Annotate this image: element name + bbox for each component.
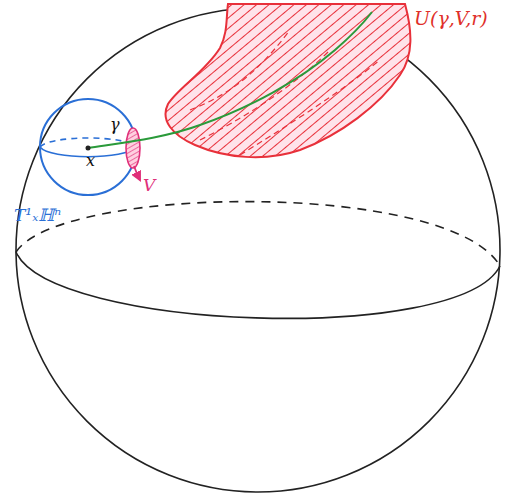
region-label: U(γ,V,r) (414, 8, 488, 29)
cap-label: V (143, 176, 155, 195)
geodesic-label: γ (110, 116, 120, 134)
base-point (86, 146, 91, 151)
point-label: x (86, 152, 95, 170)
geodesic-ray (88, 12, 372, 148)
cap-arrow (134, 166, 140, 180)
region-contours (190, 30, 380, 155)
equator-back (16, 202, 500, 266)
tangent-sphere-label: T¹ₓℍⁿ (14, 206, 61, 225)
equator-front (16, 252, 500, 318)
cap-region (126, 128, 140, 168)
shaded-region (166, 4, 411, 157)
unit-tangent-sphere (40, 99, 136, 195)
